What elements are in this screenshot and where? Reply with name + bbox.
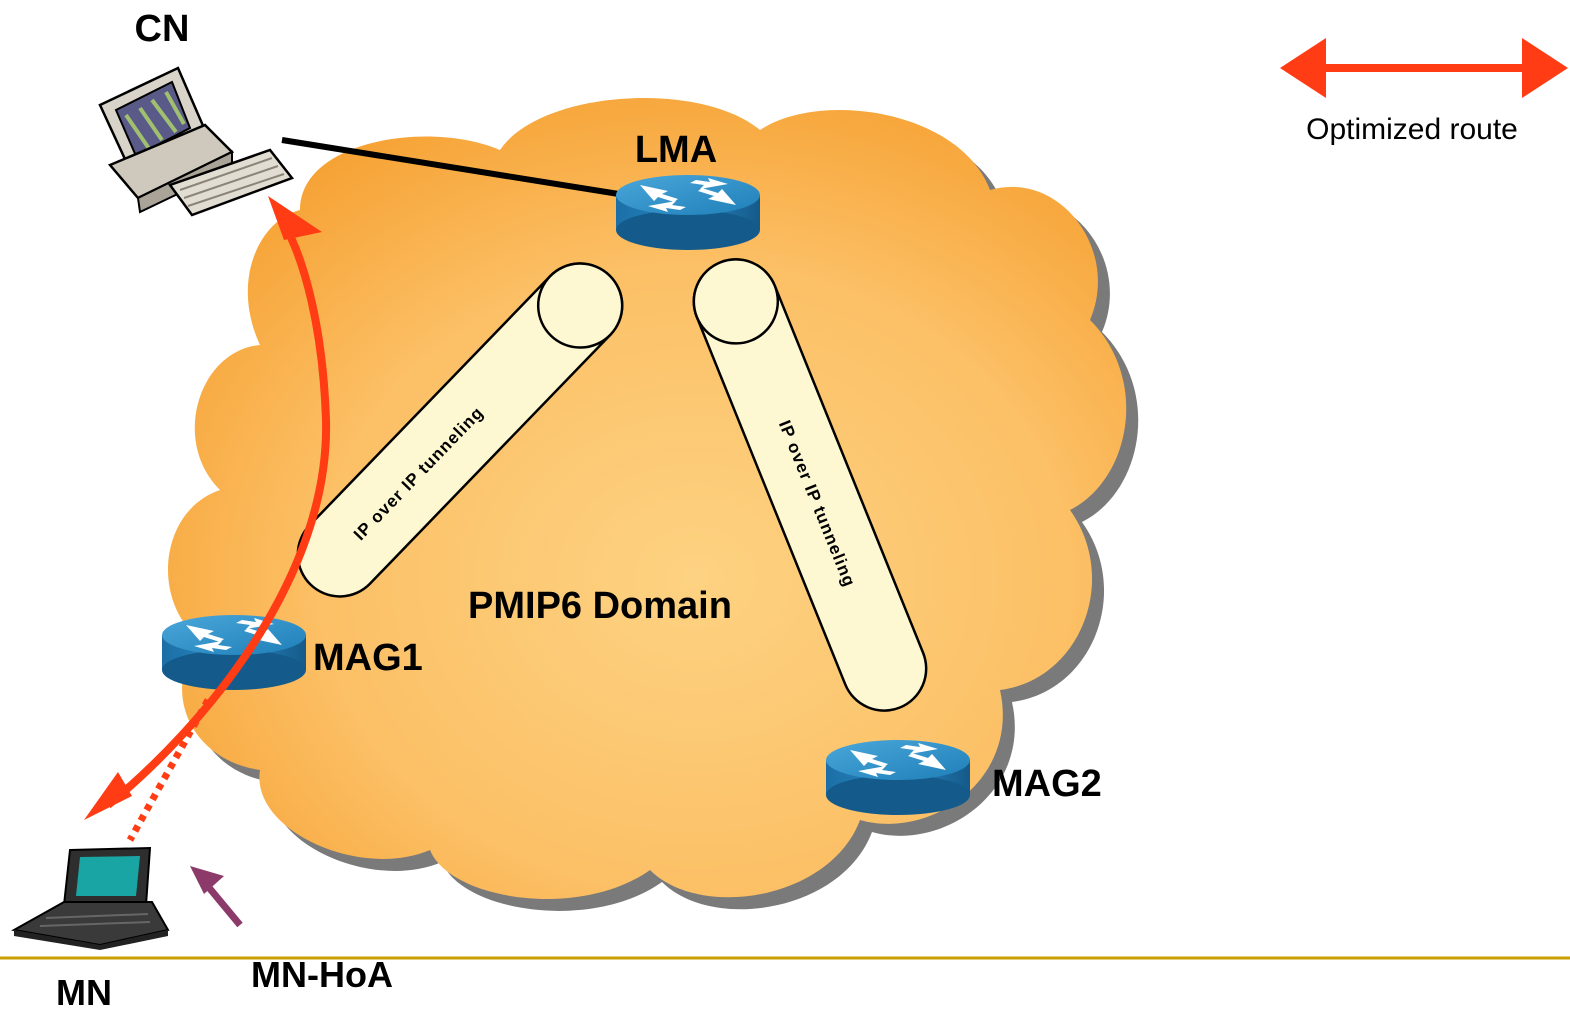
desktop-computer-icon — [98, 66, 295, 217]
mag1-label: MAG1 — [313, 637, 423, 679]
legend-label: Optimized route — [1306, 113, 1518, 146]
mn-hoa-arrow — [203, 881, 243, 928]
laptop-icon — [11, 846, 170, 950]
lma-label: LMA — [635, 129, 717, 171]
arrowhead-mn — [84, 772, 132, 820]
router-icon — [162, 615, 306, 690]
domain-label: PMIP6 Domain — [468, 585, 732, 627]
cn-label: CN — [135, 8, 190, 50]
cn-lma-link — [281, 137, 626, 198]
router-icon — [616, 175, 760, 250]
optimized-route-arrow — [105, 219, 331, 809]
mag2-label: MAG2 — [992, 763, 1102, 805]
arrowhead-cn — [268, 196, 322, 240]
router-icon — [826, 740, 970, 815]
mn-label: MN — [56, 972, 112, 1012]
mn-hoa-label: MN-HoA — [251, 954, 393, 995]
mn-hoa-arrowhead — [190, 866, 224, 894]
legend-route-arrow — [1280, 38, 1568, 98]
